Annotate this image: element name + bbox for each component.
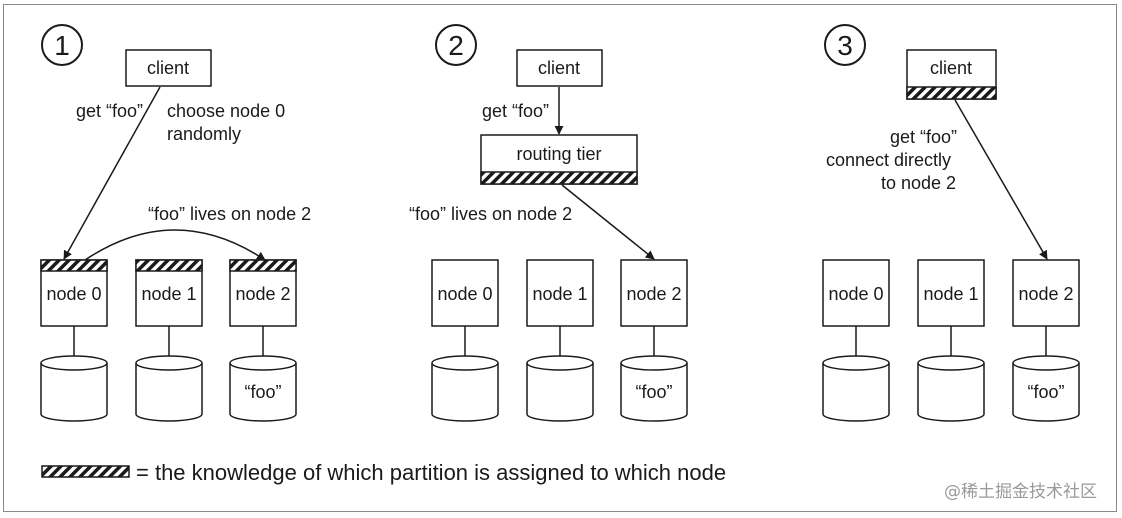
panel-2-client[interactable]: client [516, 49, 603, 87]
step-3-marker: 3 [824, 24, 866, 66]
panel-1-disk-0 [40, 355, 108, 422]
step-1-number: 1 [54, 30, 70, 61]
panel-2-node-1-label: node 1 [532, 284, 587, 304]
panel-2-disk-0 [431, 355, 499, 422]
legend-text: = the knowledge of which partition is as… [136, 460, 726, 485]
panel-1-node-2-routing-knowledge [229, 259, 297, 272]
legend: = the knowledge of which partition is as… [41, 460, 726, 485]
panel-3-node-2-label: node 2 [1018, 284, 1073, 304]
panel-1-node-0-routing-knowledge [40, 259, 108, 272]
panel-1-request-arrow [63, 86, 161, 260]
panel-1-forward-arrow [84, 229, 266, 261]
panel-3: 3 client get “foo” connect directly to n… [822, 24, 1080, 422]
panel-3-get-label: get “foo” [890, 127, 957, 147]
panel-3-client-routing-knowledge [906, 86, 997, 100]
step-3-number: 3 [837, 30, 853, 61]
panel-2-get-label: get “foo” [482, 101, 549, 121]
panel-2-routing-tier-label: routing tier [516, 144, 601, 164]
panel-2-disk-2: “foo” [620, 355, 688, 422]
panel-3-disk-2-label: “foo” [1027, 382, 1064, 402]
step-1-marker: 1 [41, 24, 83, 66]
panel-1-node-0[interactable]: node 0 [40, 259, 108, 327]
panel-1-disk-2-label: “foo” [244, 382, 281, 402]
legend-hatch-swatch [41, 465, 130, 478]
step-2-marker: 2 [435, 24, 477, 66]
panel-2-routing-tier[interactable]: routing tier [480, 134, 638, 185]
panel-1-disk-1 [135, 355, 203, 422]
panel-3-node-1[interactable]: node 1 [917, 259, 985, 327]
panel-3-disk-0 [822, 355, 890, 422]
panel-1-node-0-label: node 0 [46, 284, 101, 304]
panel-1-node-2[interactable]: node 2 [229, 259, 297, 327]
panel-3-client[interactable]: client [906, 49, 997, 100]
panel-2-routing-tier-knowledge [480, 171, 638, 185]
panel-2-node-2[interactable]: node 2 [620, 259, 688, 327]
panel-1-client-label: client [147, 58, 189, 78]
panel-1-node-2-label: node 2 [235, 284, 290, 304]
panel-3-node-0-label: node 0 [828, 284, 883, 304]
panel-3-node-2[interactable]: node 2 [1012, 259, 1080, 327]
panel-2-client-label: client [538, 58, 580, 78]
panel-3-request-arrow [954, 99, 1048, 260]
watermark: @稀土掘金技术社区 [944, 482, 1097, 502]
panel-1-client[interactable]: client [125, 49, 212, 87]
panel-2-node-2-label: node 2 [626, 284, 681, 304]
panel-2-lives-label: “foo” lives on node 2 [409, 204, 572, 224]
diagram-frame [3, 4, 1117, 512]
panel-2: 2 client get “foo” routing tier “foo” li… [409, 24, 688, 422]
step-2-number: 2 [448, 30, 464, 61]
panel-1-node-1[interactable]: node 1 [135, 259, 203, 327]
panel-3-node-0[interactable]: node 0 [822, 259, 890, 327]
panel-3-client-label: client [930, 58, 972, 78]
panel-3-connect-label: connect directly [826, 150, 951, 170]
panel-2-node-0[interactable]: node 0 [431, 259, 499, 327]
panel-2-node-0-label: node 0 [437, 284, 492, 304]
panel-2-disk-2-label: “foo” [635, 382, 672, 402]
panel-1-randomly-label: randomly [167, 124, 241, 144]
panel-1-disk-2: “foo” [229, 355, 297, 422]
panel-3-disk-1 [917, 355, 985, 422]
panel-3-disk-2: “foo” [1012, 355, 1080, 422]
panel-1-node-1-routing-knowledge [135, 259, 203, 272]
panel-1-get-label: get “foo” [76, 101, 143, 121]
panel-2-forward-arrow [561, 184, 655, 260]
panel-1-choose-label: choose node 0 [167, 101, 285, 121]
panel-2-disk-1 [526, 355, 594, 422]
panel-3-node-1-label: node 1 [923, 284, 978, 304]
panel-3-node-label: to node 2 [881, 173, 956, 193]
panel-1: 1 client get “foo” choose node 0 randoml… [40, 24, 311, 422]
panel-2-node-1[interactable]: node 1 [526, 259, 594, 327]
panel-1-node-1-label: node 1 [141, 284, 196, 304]
panel-1-lives-label: “foo” lives on node 2 [148, 204, 311, 224]
